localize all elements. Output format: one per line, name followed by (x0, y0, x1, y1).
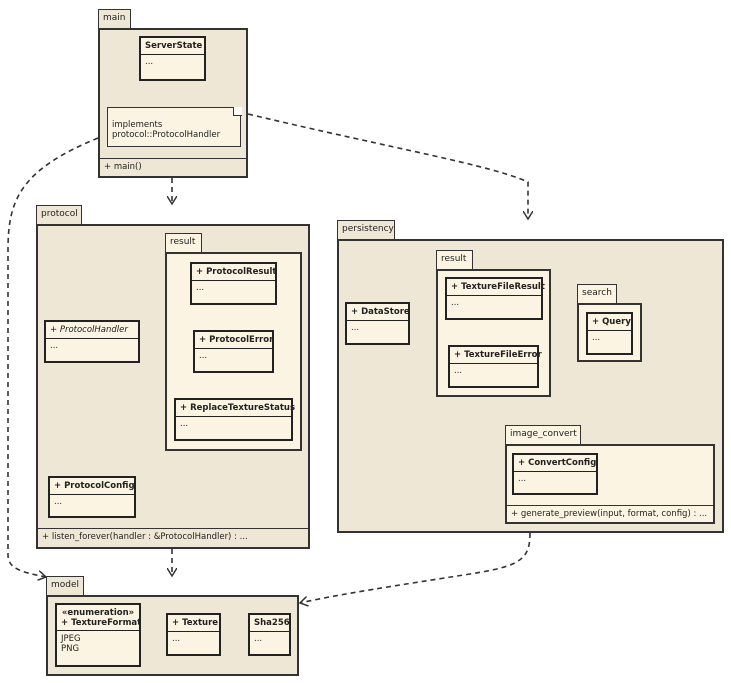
class-protocol-handler: + ProtocolHandler ... (44, 320, 140, 363)
class-name: + Query (588, 314, 631, 331)
class-attributes: ... (196, 283, 205, 293)
class-server-state: ServerState ... (139, 36, 206, 81)
class-texture-file-error: + TextureFileError ... (448, 345, 542, 388)
class-name: + ProtocolHandler (46, 322, 138, 339)
package-tab-persistency-result: result (436, 250, 473, 269)
class-attributes: ... (145, 57, 154, 67)
dep-persistency-to-model (300, 532, 531, 603)
class-attributes: ... (54, 497, 63, 507)
class-name: + Texture (168, 615, 219, 632)
class-name: + TextureFileError (450, 347, 542, 364)
package-tab-image-convert: image_convert (505, 425, 581, 444)
class-attributes: ... (172, 634, 181, 644)
main-operation: + main() (100, 158, 246, 178)
class-name: ServerState (141, 38, 204, 55)
class-sha256: Sha256 ... (248, 613, 291, 656)
class-texture-file-result: + TextureFileResult ... (445, 277, 545, 320)
package-tab-search: search (577, 284, 617, 303)
class-name: + TextureFileResult (447, 279, 545, 296)
class-attributes: ... (592, 333, 601, 343)
class-query: + Query ... (586, 312, 633, 355)
class-protocol-result: + ProtocolResult ... (190, 262, 277, 305)
package-tab-protocol: protocol (36, 205, 82, 224)
class-name-text: + TextureFormat (61, 618, 142, 628)
protocol-operation: + listen_forever(handler : &ProtocolHand… (38, 528, 308, 549)
class-data-store: + DataStore ... (345, 302, 410, 345)
enum-value: JPEG (61, 634, 81, 644)
class-convert-config: + ConvertConfig ... (512, 453, 598, 495)
note-line-1: implements (112, 120, 163, 130)
enum-values: JPEG PNG (57, 631, 139, 657)
class-attributes: ... (518, 474, 527, 484)
class-name: + ProtocolError (195, 332, 273, 349)
class-protocol-error: + ProtocolError ... (193, 330, 274, 373)
dep-main-to-persistency (247, 113, 528, 219)
package-tab-protocol-result: result (165, 233, 202, 252)
package-tab-main: main (98, 9, 131, 28)
package-tab-model: model (46, 576, 84, 595)
class-attributes: ... (50, 341, 59, 351)
class-name: + DataStore (347, 304, 410, 321)
class-name: + ProtocolResult (192, 264, 276, 281)
class-attributes: ... (351, 323, 360, 333)
class-name: + ReplaceTextureStatus (176, 400, 295, 417)
class-attributes: ... (451, 298, 460, 308)
class-texture: + Texture ... (166, 613, 221, 656)
class-attributes: ... (199, 351, 208, 361)
note-line-2: protocol::ProtocolHandler (112, 130, 221, 140)
class-attributes: ... (254, 634, 263, 644)
class-name: Sha256 (250, 615, 290, 632)
class-replace-texture-status: + ReplaceTextureStatus ... (174, 398, 295, 441)
package-tab-persistency: persistency (337, 220, 395, 239)
class-attributes: ... (454, 366, 463, 376)
class-name: + ConvertConfig (514, 455, 596, 472)
class-name: + ProtocolConfig (50, 478, 135, 495)
class-stereotype: «enumeration» (61, 608, 135, 618)
class-name: «enumeration» + TextureFormat (57, 605, 142, 631)
class-attributes: ... (180, 419, 189, 429)
note-implements: implements protocol::ProtocolHandler (107, 106, 242, 147)
image-convert-operation: + generate_preview(input, format, config… (507, 505, 713, 524)
enum-value: PNG (61, 644, 80, 654)
class-protocol-config: + ProtocolConfig ... (48, 476, 136, 518)
class-texture-format: «enumeration» + TextureFormat JPEG PNG (55, 603, 141, 667)
dep-main-to-model (7, 137, 99, 577)
